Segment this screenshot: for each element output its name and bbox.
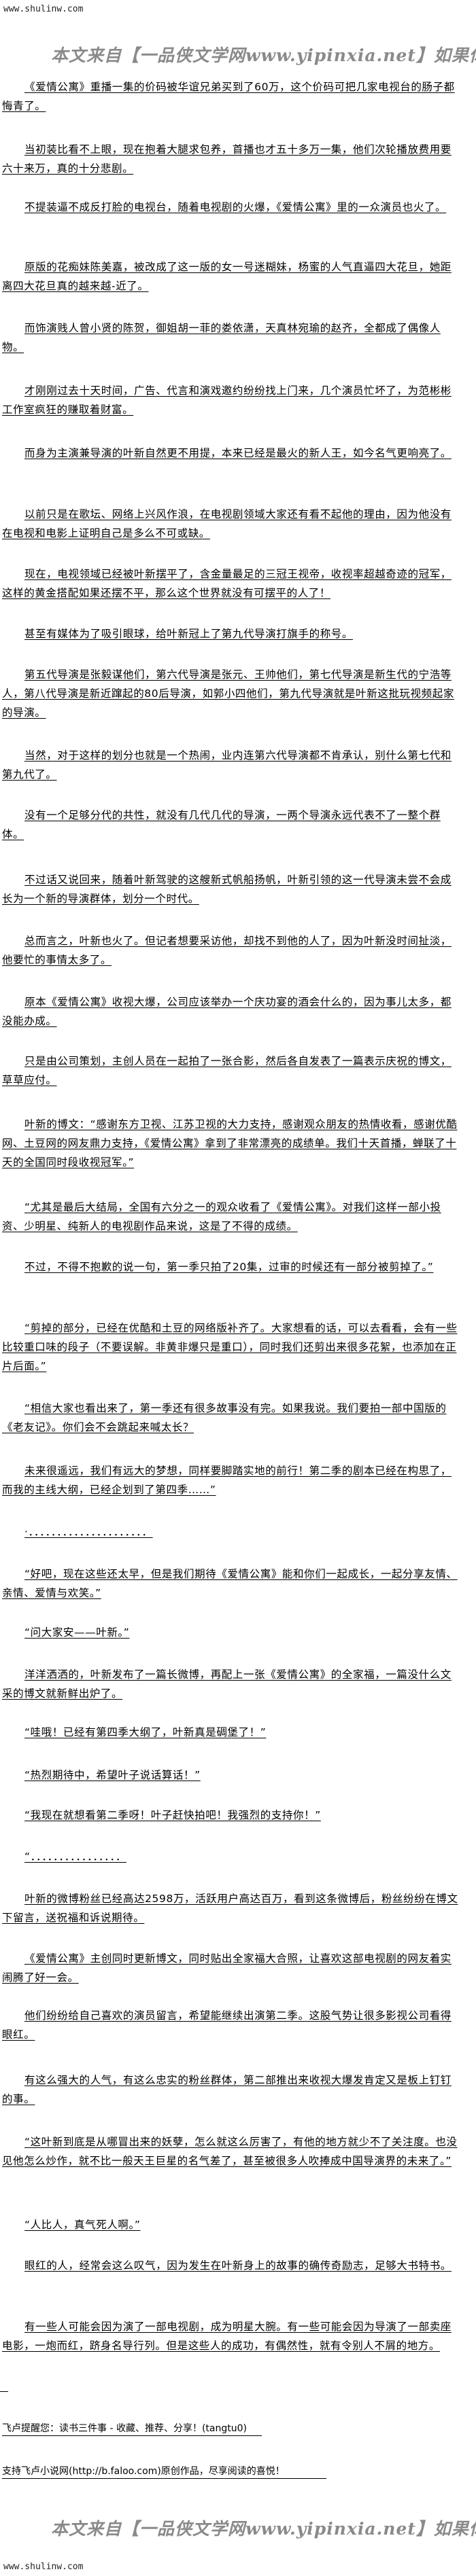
paragraph: 而饰演贱人曾小贤的陈贺，御姐胡一菲的娄依潇，天真林宛瑜的赵齐，全都成了偶像人物。 <box>2 319 462 357</box>
paragraph: “好吧，现在这些还太早，但是我们期待《爱情公寓》能和你们一起成长，一起分享友情、… <box>2 1564 462 1603</box>
paragraph: 原本《爱情公寓》收视大爆，公司应该举办一个庆功宴的酒会什么的，因为事儿太多，都没… <box>2 992 462 1031</box>
paragraph: “问大家安——叶新。” <box>2 1623 462 1642</box>
paragraph-text: 而饰演贱人曾小贤的陈贺，御姐胡一菲的娄依潇，天真林宛瑜的赵齐，全都成了偶像人物。 <box>2 322 441 353</box>
paragraph-text: “人比人，真气死人啊。” <box>24 2219 141 2231</box>
paragraph-text: 第五代导演是张毅谋他们，第六代导演是张元、王帅他们，第七代导演是新生代的宁浩等人… <box>2 668 454 719</box>
paragraph-text: 当然，对于这样的划分也就是一个热闹，业内连第六代导演都不肯承认，别什么第七代和第… <box>2 749 452 781</box>
reminder-text: 飞卢提醒您：读书三件事 - 收藏、推荐、分享！(tangtu0) <box>2 2422 262 2436</box>
paragraph-text: “我现在就想看第二季呀！叶子赶快拍吧！我强烈的支持你！” <box>24 1809 321 1821</box>
divider <box>0 2391 8 2392</box>
paragraph-text: “．．．．．．．．．．．．．．．． <box>24 1850 126 1863</box>
paragraph-text: “这叶新到底是从哪冒出来的妖孽，怎么就这么厉害了，有他的地方就少不了关注度。也没… <box>2 2136 458 2167</box>
paragraph: 现在，电视领域已经被叶新摆平了，含金量最足的三冠王视帝，收视率超越奇迹的冠军，这… <box>2 565 462 603</box>
source-banner-bottom: 本文来自【一品侠文学网www.yipinxia.net】如果你想看完整版小说，请 <box>51 2519 476 2539</box>
site-url: www.shulinw.com <box>3 4 84 14</box>
paragraph-text: “相信大家也看出来了，第一季还有很多故事没有完。如果我说。我们要拍一部中国版的《… <box>2 1402 447 1433</box>
paragraph: 有一些人可能会因为演了一部电视剧，成为明星大腕。有一些可能会因为导演了一部卖座电… <box>2 2317 462 2355</box>
paragraph: 叶新的博文：“感谢东方卫视、江苏卫视的大力支持，感谢观众朋友的热情收看，感谢优酷… <box>2 1115 462 1172</box>
paragraph-text: 不过，不得不抱歉的说一句，第一季只拍了20集，过审的时候还有一部分被剪掉了。” <box>24 1261 434 1273</box>
paragraph: 没有一个足够分代的共性，就没有几代几代的导演，一两个导演永远代表不了一整个群体。 <box>2 806 462 844</box>
paragraph: 当初装比看不上眼，现在抱着大腿求包养，首播也才五十多万一集，他们次轮播放费用要六… <box>2 140 462 178</box>
paragraph: 只是由公司策划，主创人员在一起拍了一张合影，然后各自发表了一篇表示庆祝的博文，草… <box>2 1052 462 1090</box>
paragraph-text: 眼红的人，经常会这么叹气，因为发生在叶新身上的故事的确传奇励志，足够大书特书。 <box>24 2259 452 2272</box>
paragraph-text: 叶新的博文：“感谢东方卫视、江苏卫视的大力支持，感谢观众朋友的热情收看，感谢优酷… <box>2 1118 458 1168</box>
paragraph: 他们纷纷给自己喜欢的演员留言，希望能继续出演第二季。这股气势让很多影视公司看得眼… <box>2 2006 462 2044</box>
reminder-line: 飞卢提醒您：读书三件事 - 收藏、推荐、分享！(tangtu0) <box>2 2422 262 2436</box>
paragraph: 不过，不得不抱歉的说一句，第一季只拍了20集，过审的时候还有一部分被剪掉了。” <box>2 1257 462 1276</box>
paragraph-text: 《爱情公寓》主创同时更新博文，同时贴出全家福大合照，让喜欢这部电视剧的网友着实闹… <box>2 1952 452 1984</box>
paragraph-text: 原本《爱情公寓》收视大爆，公司应该举办一个庆功宴的酒会什么的，因为事儿太多，都没… <box>2 996 452 1027</box>
paragraph-text: 而身为主演兼导演的叶新自然更不用提，本来已经是最火的新人王，如今名气更响亮了。 <box>24 447 452 459</box>
paragraph: “这叶新到底是从哪冒出来的妖孽，怎么就这么厉害了，有他的地方就少不了关注度。也没… <box>2 2132 462 2170</box>
paragraph-text: 不过话又说回来，随着叶新驾驶的这艘新式帆船扬帆，叶新引领的这一代导演未尝不会成长… <box>2 874 452 905</box>
paragraph-text: 他们纷纷给自己喜欢的演员留言，希望能继续出演第二季。这股气势让很多影视公司看得眼… <box>2 2009 452 2041</box>
paragraph: “剪掉的部分，已经在优酷和土豆的网络版补齐了。大家想看的话，可以去看看，会有一些… <box>2 1319 462 1376</box>
paragraph: “尤其是最后大结局，全国有六分之一的观众收看了《爱情公寓》。对我们这样一部小投资… <box>2 1198 462 1236</box>
paragraph-text: “哇哦！已经有第四季大纲了，叶新真是碉堡了！” <box>24 1726 267 1738</box>
paragraph-text: “问大家安——叶新。” <box>24 1626 130 1639</box>
paragraph-text: 《爱情公寓》重播一集的价码被华谊兄弟买到了60万，这个价码可把几家电视台的肠子都… <box>2 81 455 112</box>
paragraph: ·．．．．．．．．．．．．．．．．．．．．． <box>2 1522 462 1541</box>
paragraph: 洋洋洒洒的，叶新发布了一篇长微博，再配上一张《爱情公寓》的全家福，一篇没什么文采… <box>2 1665 462 1703</box>
paragraph-text: “好吧，现在这些还太早，但是我们期待《爱情公寓》能和你们一起成长，一起分享友情、… <box>2 1568 458 1599</box>
paragraph-text: 总而言之，叶新也火了。但记者想要采访他，却找不到他的人了，因为叶新没时间扯淡，他… <box>2 935 452 966</box>
paragraph-text: 有一些人可能会因为演了一部电视剧，成为明星大腕。有一些可能会因为导演了一部卖座电… <box>2 2321 452 2352</box>
paragraph: 当然，对于这样的划分也就是一个热闹，业内连第六代导演都不肯承认，别什么第七代和第… <box>2 746 462 784</box>
paragraph: “哇哦！已经有第四季大纲了，叶新真是碉堡了！” <box>2 1723 462 1742</box>
support-link[interactable]: 支持飞卢小说网(http://b.faloo.com)原创作品，尽享阅读的喜悦！ <box>2 2466 285 2477</box>
site-url-bottom: www.shulinw.com <box>3 2562 84 2572</box>
paragraph: 才刚刚过去十天时间，广告、代言和演戏邀约纷纷找上门来，几个演员忙坏了，为范彬彬工… <box>2 381 462 419</box>
paragraph: “热烈期待中，希望叶子说话算话！” <box>2 1766 462 1785</box>
paragraph: “我现在就想看第二季呀！叶子赶快拍吧！我强烈的支持你！” <box>2 1806 462 1825</box>
paragraph-text: 当初装比看不上眼，现在抱着大腿求包养，首播也才五十多万一集，他们次轮播放费用要六… <box>2 143 452 175</box>
paragraph-text: 现在，电视领域已经被叶新摆平了，含金量最足的三冠王视帝，收视率超越奇迹的冠军，这… <box>2 568 452 599</box>
paragraph-text: ·．．．．．．．．．．．．．．．．．．．．． <box>24 1526 153 1538</box>
paragraph-text: 以前只是在歌坛、网络上兴风作浪，在电视剧领域大家还有看不起他的理由，因为他没有在… <box>2 508 452 539</box>
paragraph: 总而言之，叶新也火了。但记者想要采访他，却找不到他的人了，因为叶新没时间扯淡，他… <box>2 931 462 969</box>
paragraph: 甚至有媒体为了吸引眼球，给叶新冠上了第九代导演打旗手的称号。 <box>2 624 462 643</box>
paragraph-text: 有这么强大的人气，有这么忠实的粉丝群体，第二部推出来收视大爆发肯定又是板上钉钉的… <box>2 2074 452 2105</box>
paragraph: “．．．．．．．．．．．．．．．． <box>2 1847 462 1866</box>
paragraph: “人比人，真气死人啊。” <box>2 2215 462 2234</box>
paragraph-text: 原版的花痴妹陈美嘉，被改成了这一版的女一号迷糊妹，杨蜜的人气直逼四大花旦，她距离… <box>2 261 452 292</box>
paragraph: 原版的花痴妹陈美嘉，被改成了这一版的女一号迷糊妹，杨蜜的人气直逼四大花旦，她距离… <box>2 257 462 296</box>
paragraph: 未来很遥远，我们有远大的梦想，同样要脚踏实地的前行！第二季的剧本已经在构思了，而… <box>2 1461 462 1499</box>
paragraph: 不提装逼不成反打脸的电视台，随着电视剧的火爆，《爱情公寓》里的一众演员也火了。 <box>2 198 462 217</box>
paragraph: 不过话又说回来，随着叶新驾驶的这艘新式帆船扬帆，叶新引领的这一代导演未尝不会成长… <box>2 870 462 908</box>
paragraph-text: “尤其是最后大结局，全国有六分之一的观众收看了《爱情公寓》。对我们这样一部小投资… <box>2 1201 441 1232</box>
paragraph: 有这么强大的人气，有这么忠实的粉丝群体，第二部推出来收视大爆发肯定又是板上钉钉的… <box>2 2071 462 2109</box>
paragraph-text: “剪掉的部分，已经在优酷和土豆的网络版补齐了。大家想看的话，可以去看看，会有一些… <box>2 1322 458 1372</box>
paragraph: 眼红的人，经常会这么叹气，因为发生在叶新身上的故事的确传奇励志，足够大书特书。 <box>2 2256 462 2275</box>
paragraph-text: 洋洋洒洒的，叶新发布了一篇长微博，再配上一张《爱情公寓》的全家福，一篇没什么文采… <box>2 1668 452 1700</box>
paragraph-text: 没有一个足够分代的共性，就没有几代几代的导演，一两个导演永远代表不了一整个群体。 <box>2 809 441 840</box>
paragraph-text: 未来很遥远，我们有远大的梦想，同样要脚踏实地的前行！第二季的剧本已经在构思了，而… <box>2 1465 452 1496</box>
paragraph-text: “热烈期待中，希望叶子说话算话！” <box>24 1769 201 1781</box>
paragraph: 第五代导演是张毅谋他们，第六代导演是张元、王帅他们，第七代导演是新生代的宁浩等人… <box>2 665 462 722</box>
paragraph: 叶新的微博粉丝已经高达2598万，活跃用户高达百万，看到这条微博后，粉丝纷纷在博… <box>2 1889 462 1927</box>
paragraph-text: 才刚刚过去十天时间，广告、代言和演戏邀约纷纷找上门来，几个演员忙坏了，为范彬彬工… <box>2 384 452 416</box>
paragraph: 《爱情公寓》主创同时更新博文，同时贴出全家福大合照，让喜欢这部电视剧的网友着实闹… <box>2 1949 462 1987</box>
support-line[interactable]: 支持飞卢小说网(http://b.faloo.com)原创作品，尽享阅读的喜悦！ <box>2 2465 326 2479</box>
paragraph: 《爱情公寓》重播一集的价码被华谊兄弟买到了60万，这个价码可把几家电视台的肠子都… <box>2 77 462 115</box>
paragraph-text: 叶新的微博粉丝已经高达2598万，活跃用户高达百万，看到这条微博后，粉丝纷纷在博… <box>2 1893 458 1924</box>
paragraph: 而身为主演兼导演的叶新自然更不用提，本来已经是最火的新人王，如今名气更响亮了。 <box>2 444 462 463</box>
paragraph: 以前只是在歌坛、网络上兴风作浪，在电视剧领域大家还有看不起他的理由，因为他没有在… <box>2 505 462 543</box>
source-banner: 本文来自【一品侠文学网www.yipinxia.net】如果你想看完整版小说，请 <box>51 46 476 65</box>
paragraph-text: 不提装逼不成反打脸的电视台，随着电视剧的火爆，《爱情公寓》里的一众演员也火了。 <box>24 201 447 213</box>
paragraph-text: 只是由公司策划，主创人员在一起拍了一张合影，然后各自发表了一篇表示庆祝的博文，草… <box>2 1055 452 1086</box>
paragraph-text: 甚至有媒体为了吸引眼球，给叶新冠上了第九代导演打旗手的称号。 <box>24 628 354 640</box>
paragraph: “相信大家也看出来了，第一季还有很多故事没有完。如果我说。我们要拍一部中国版的《… <box>2 1399 462 1437</box>
